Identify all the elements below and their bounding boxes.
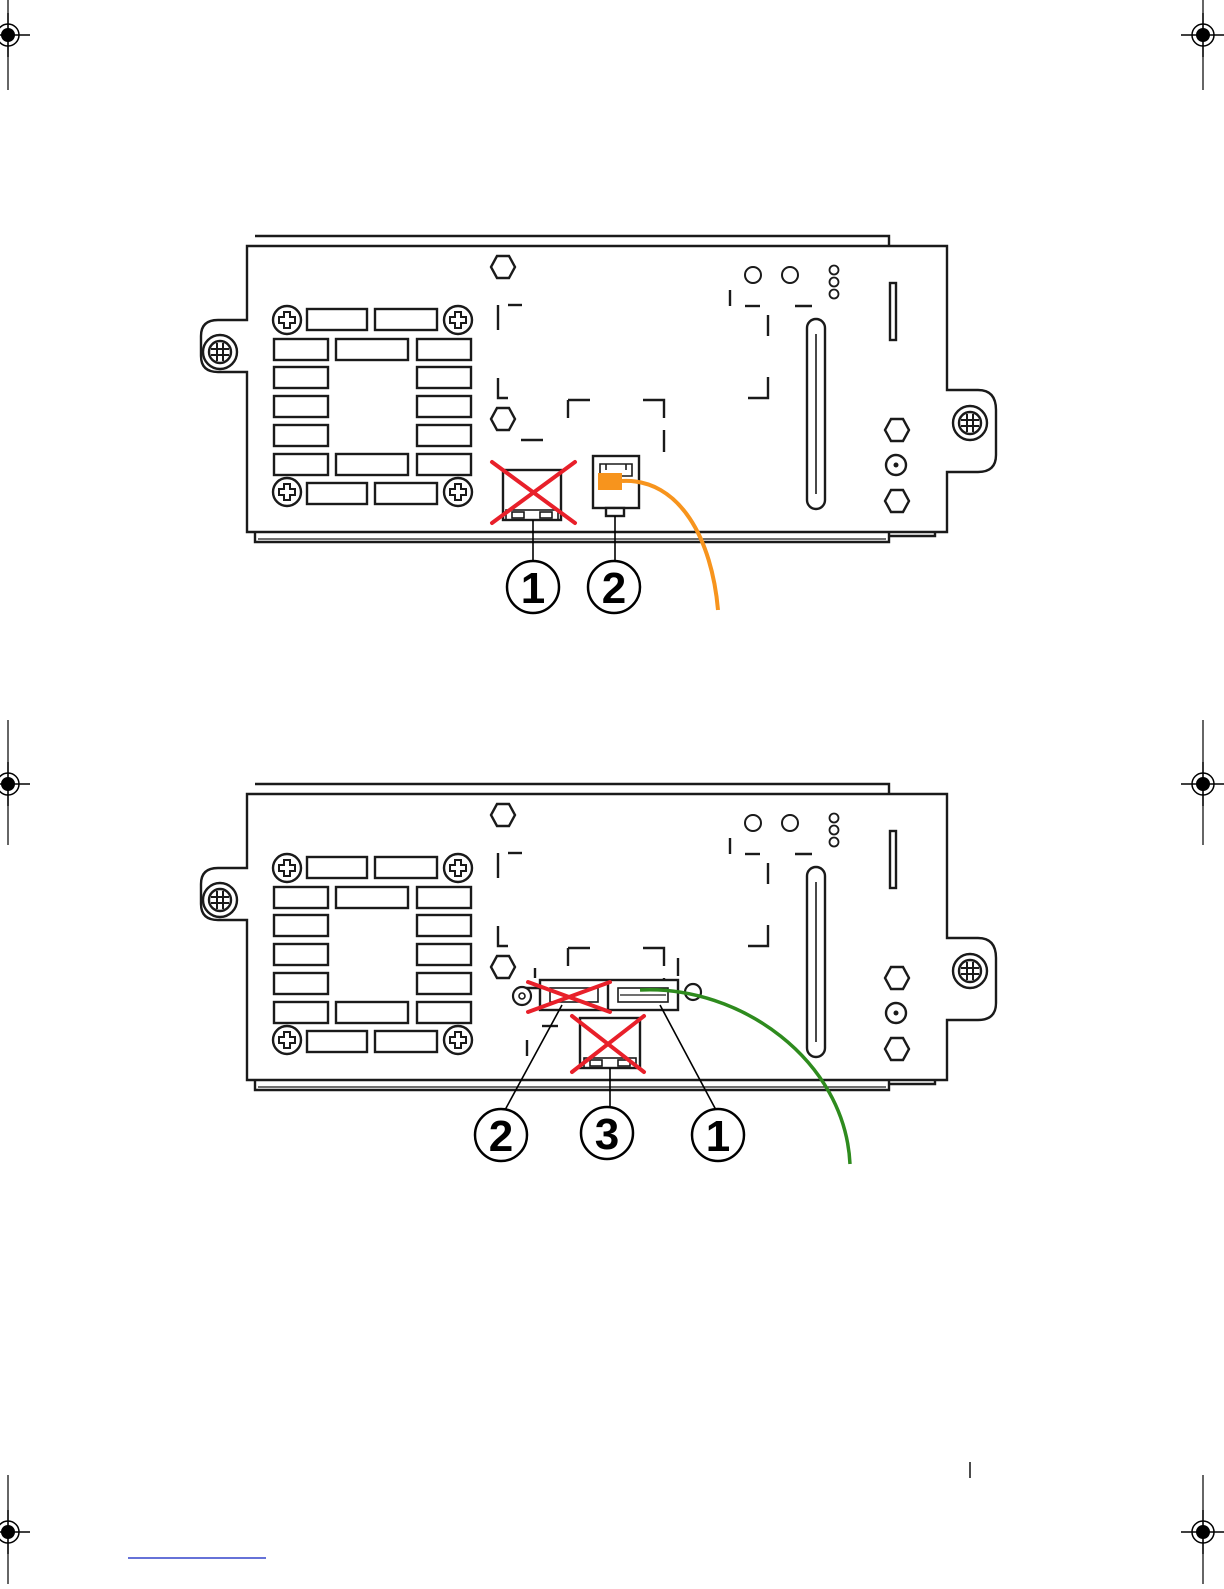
svg-text:1: 1 — [521, 564, 545, 613]
svg-text:2: 2 — [602, 564, 626, 613]
callout-2: 2 — [588, 561, 640, 613]
callout-2: 2 — [475, 1109, 527, 1161]
registration-mark-icon — [0, 1510, 30, 1554]
callout-1: 1 — [692, 1109, 744, 1161]
callout-1: 1 — [507, 561, 559, 613]
registration-mark-icon — [0, 762, 30, 806]
svg-text:2: 2 — [489, 1112, 513, 1161]
registration-mark-icon — [0, 13, 30, 57]
svg-text:1: 1 — [706, 1112, 730, 1161]
figure-2: 2 3 1 — [201, 784, 996, 1164]
figure-1: 1 2 — [201, 236, 996, 613]
svg-text:3: 3 — [595, 1110, 619, 1159]
callout-3: 3 — [581, 1107, 633, 1159]
